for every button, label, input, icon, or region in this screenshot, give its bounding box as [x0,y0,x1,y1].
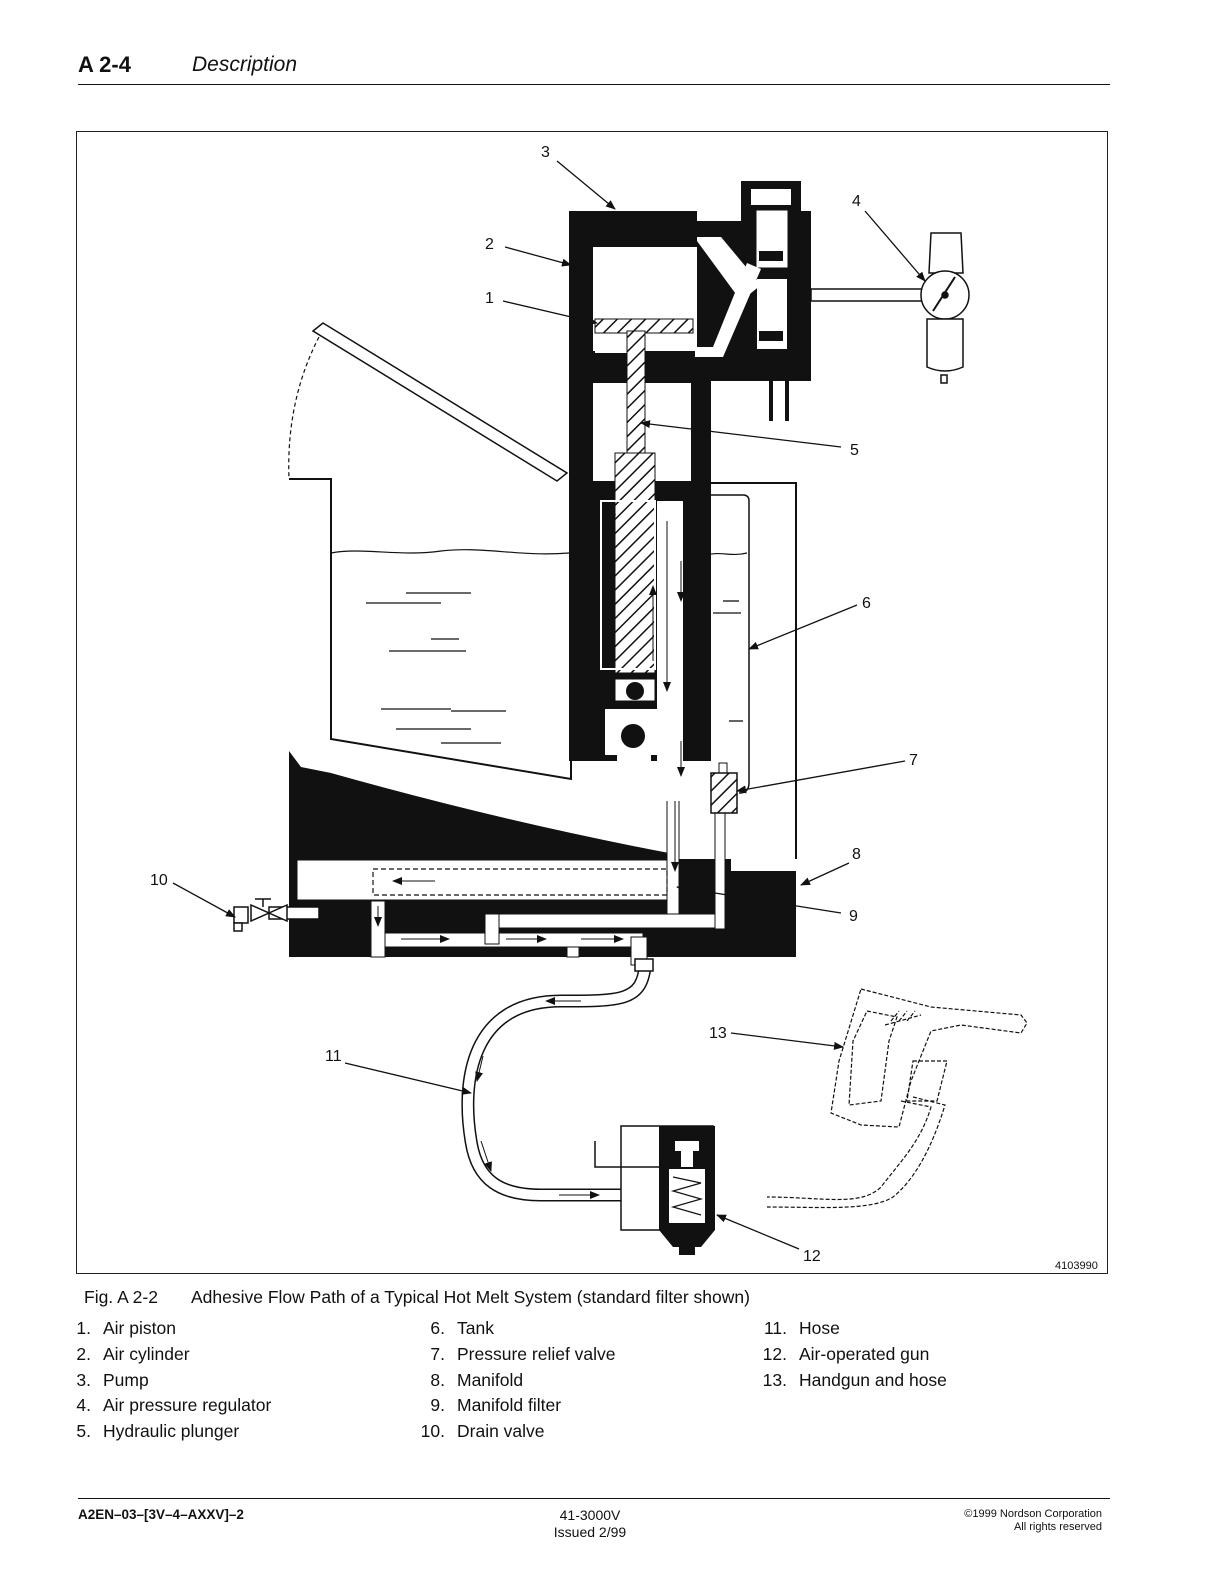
issue-date: Issued 2/99 [553,1524,627,1540]
figure-frame: 1 2 3 4 5 6 7 8 9 10 11 12 13 4103990 [76,131,1108,1274]
callout-13: 13 [709,1025,727,1042]
copyright: ©1999 Nordson Corporation [964,1508,1102,1520]
legend-item: 4.Air pressure regulator [76,1395,272,1416]
handgun-and-hose [766,988,1028,1209]
header-rule [78,84,1110,85]
legend-item: 1.Air piston [76,1318,176,1338]
drawing-number: 4103990 [1055,1260,1098,1272]
legend-item: 7.Pressure relief valve [430,1343,616,1364]
hydraulic-plunger [626,330,646,456]
callout-6: 6 [862,595,871,612]
tank-lid [311,322,569,482]
callout-10: 10 [150,872,168,889]
manifold-filter [372,868,668,896]
drain-valve[interactable] [233,898,320,932]
figure-caption-text: Adhesive Flow Path of a Typical Hot Melt… [191,1287,750,1307]
legend-item: 5.Hydraulic plunger [76,1421,240,1442]
legend-item: 8.Manifold [430,1369,524,1390]
legend-column-3: 11.Hose 12.Air-operated gun 13.Handgun a… [754,1316,947,1393]
callout-12: 12 [803,1248,821,1265]
figure-number: Fig. A 2-2 [84,1287,158,1307]
legend-item: 10.Drain valve [420,1421,545,1442]
check-valve-upper [614,678,656,702]
hose [461,958,654,1202]
callout-1: 1 [485,290,494,307]
legend-item: 6.Tank [430,1318,494,1338]
legend-column-2: 6.Tank 7.Pressure relief valve 8.Manifol… [412,1316,616,1445]
copyright-block: ©1999 Nordson Corporation All rights res… [870,1508,1102,1534]
part-number-block: 41-3000V Issued 2/99 [540,1507,640,1541]
callout-7: 7 [909,752,918,769]
callout-9: 9 [849,908,858,925]
callout-4: 4 [852,193,861,210]
figure-caption: Fig. A 2-2 Adhesive Flow Path of a Typica… [84,1287,750,1308]
callout-11: 11 [325,1048,342,1065]
part-number: 41-3000V [559,1507,621,1523]
legend-column-1: 1.Air piston 2.Air cylinder 3.Pump 4.Air… [58,1316,271,1445]
adhesive-surface [330,549,570,555]
tank-outline [289,478,797,859]
legend-item: 2.Air cylinder [76,1343,190,1364]
legend-item: 3.Pump [76,1369,149,1390]
air-operated-gun [594,1125,715,1255]
pressure-relief-valve [710,762,738,814]
callout-2: 2 [485,236,494,253]
air-pressure-regulator [920,232,970,384]
legend-item: 9.Manifold filter [430,1395,562,1416]
check-valve-lower [605,709,657,801]
callout-5: 5 [850,442,859,459]
hot-melt-diagram: 1 2 3 4 5 6 7 8 9 10 11 12 13 4103990 [150,144,1098,1272]
rights-notice: All rights reserved [1013,1521,1102,1533]
legend-item: 11.Hose [763,1318,840,1338]
tank-lid-hinge-arc [288,336,320,480]
section-number: A 2-4 [78,52,131,77]
footer-rule [78,1498,1110,1499]
callout-3: 3 [541,144,550,161]
callout-8: 8 [852,846,861,863]
document-code: A2EN–03–[3V–4–AXXV]–2 [78,1507,244,1522]
legend-item: 12.Air-operated gun [762,1343,930,1364]
legend-item: 13.Handgun and hose [762,1369,947,1390]
section-title: Description [192,53,298,76]
